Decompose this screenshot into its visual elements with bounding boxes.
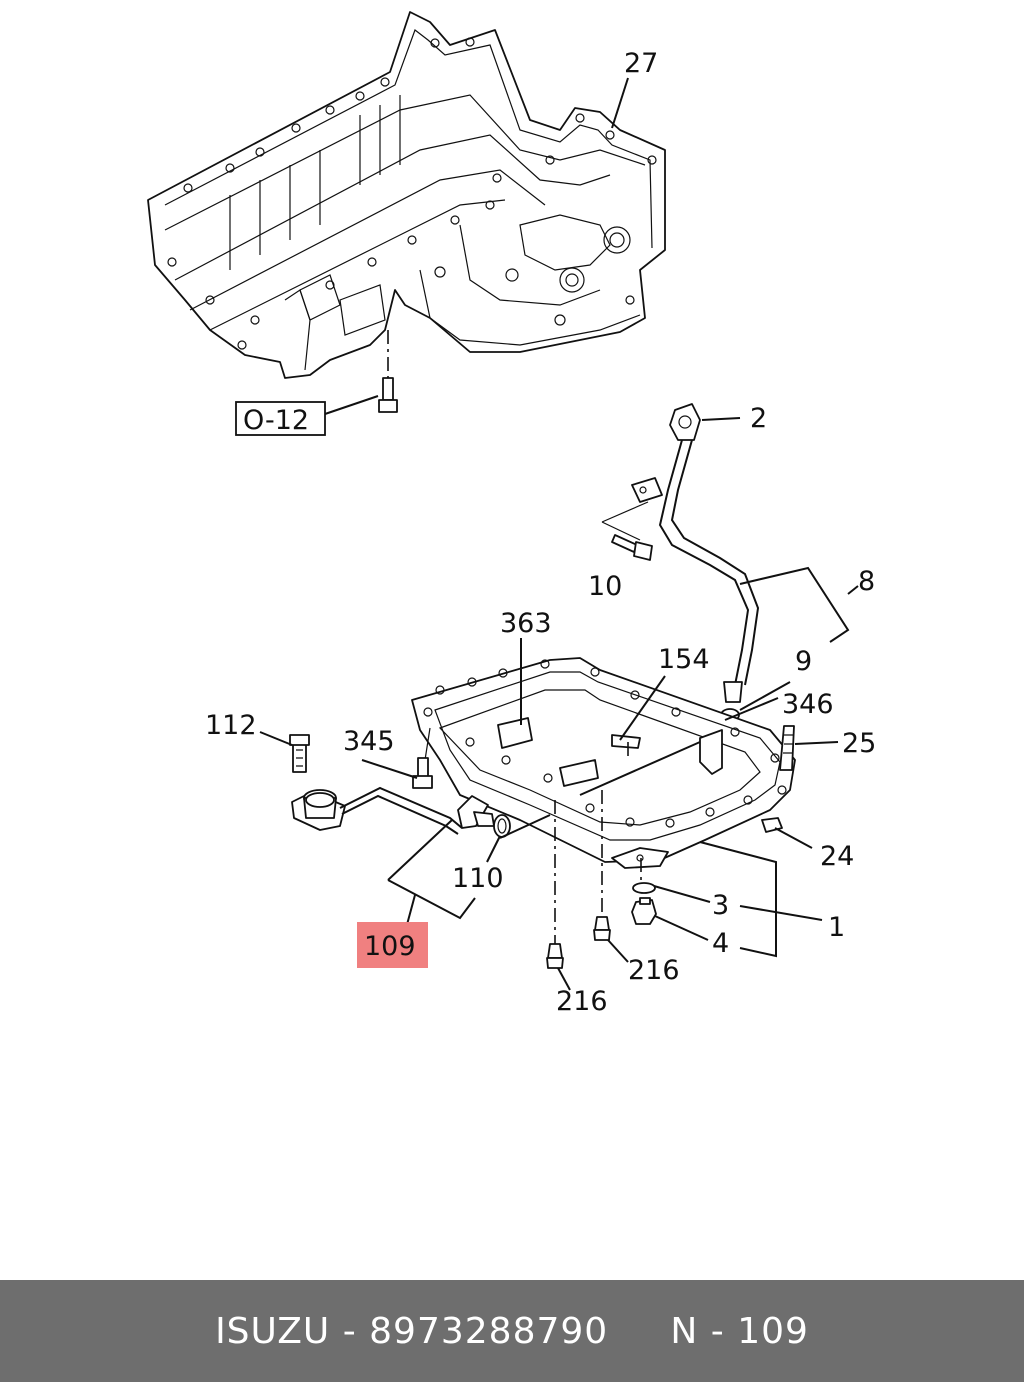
callout-24: 24 [820, 841, 854, 872]
reference-label: O-12 [243, 405, 309, 436]
reference-box-o-12: O-12 [235, 401, 326, 436]
callout-4: 4 [712, 928, 729, 959]
callout-363: 363 [500, 608, 552, 639]
callout-216-right: 216 [628, 955, 680, 986]
crankcase-drawing [147, 11, 666, 413]
callout-8: 8 [858, 566, 875, 597]
leader-lines [259, 77, 859, 991]
callout-9: 9 [795, 646, 812, 677]
callout-154: 154 [658, 644, 710, 675]
callout-346: 346 [782, 689, 834, 720]
callout-2: 2 [750, 403, 767, 434]
callout-112: 112 [205, 710, 257, 741]
callout-labels: 27 2 8 9 10 363 154 346 25 112 345 24 11… [205, 48, 876, 1017]
highlight-label: 109 [364, 931, 416, 962]
oil-pan-drawing [411, 657, 796, 969]
footer-bar: ISUZU - 8973288790 N - 109 [0, 1280, 1024, 1382]
callout-10: 10 [588, 571, 622, 602]
callout-27: 27 [624, 48, 658, 79]
parts-diagram: 27 2 8 9 10 363 154 346 25 112 345 24 11… [147, 11, 876, 1017]
highlight-box [357, 922, 428, 968]
callout-345: 345 [343, 726, 395, 757]
highlight-109: 109 [357, 922, 428, 968]
footer-text: ISUZU - 8973288790 N - 109 [215, 1310, 809, 1352]
callout-110: 110 [452, 863, 504, 894]
callout-3: 3 [712, 890, 729, 921]
callout-1: 1 [828, 912, 845, 943]
callout-25: 25 [842, 728, 876, 759]
oil-sensor-drawing [289, 734, 511, 838]
callout-216-left: 216 [556, 986, 608, 1017]
